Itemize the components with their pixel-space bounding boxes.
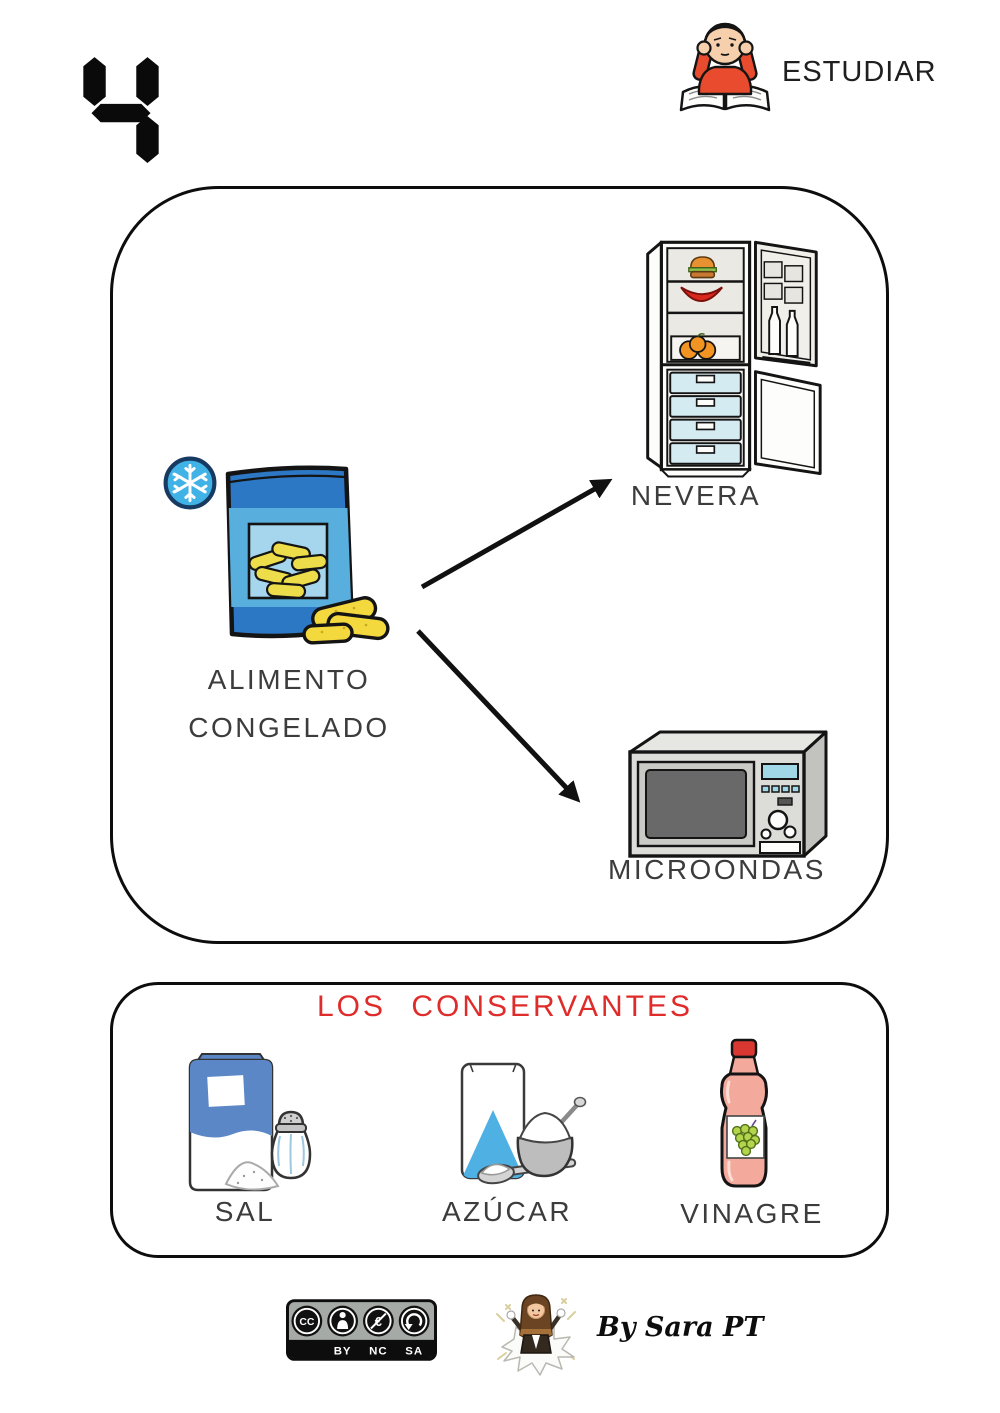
license-nc-label: NC [369,1345,387,1357]
microondas-label: MICROONDAS [608,854,826,885]
author-avatar [494,1289,578,1377]
sa-icon [398,1305,430,1337]
azucar-label: AZÚCAR [441,1196,573,1227]
fridge-icon [632,226,828,482]
cc-by-nc-sa-badge: CC € BY NC SA [286,1299,437,1361]
sal-label: SAL [214,1196,276,1227]
frozen-food-bag-icon [216,460,408,660]
studying-child-icon [670,12,780,116]
alimento-label-line2: CONGELADO [188,712,390,743]
nevera-label: NEVERA [630,480,762,511]
snowflake-icon [162,455,218,511]
salt-icon [178,1052,343,1200]
license-by-label: BY [334,1345,352,1357]
author-credit: By Sara PT [597,1312,764,1343]
seven-segment-4-icon [83,57,159,163]
vinegar-icon [696,1036,801,1198]
cc-icon [291,1305,323,1337]
microwave-icon [626,726,830,862]
conservantes-title: LOS CONSERVANTES [317,990,693,1023]
page-number [78,53,164,165]
estudiar-label: ESTUDIAR [782,56,937,88]
alimento-label-line1: ALIMENTO [207,664,371,695]
license-sa-label: SA [405,1345,423,1357]
svg-text:CC: CC [299,1317,315,1328]
sugar-icon [448,1052,613,1200]
vinagre-label: VINAGRE [680,1198,824,1229]
